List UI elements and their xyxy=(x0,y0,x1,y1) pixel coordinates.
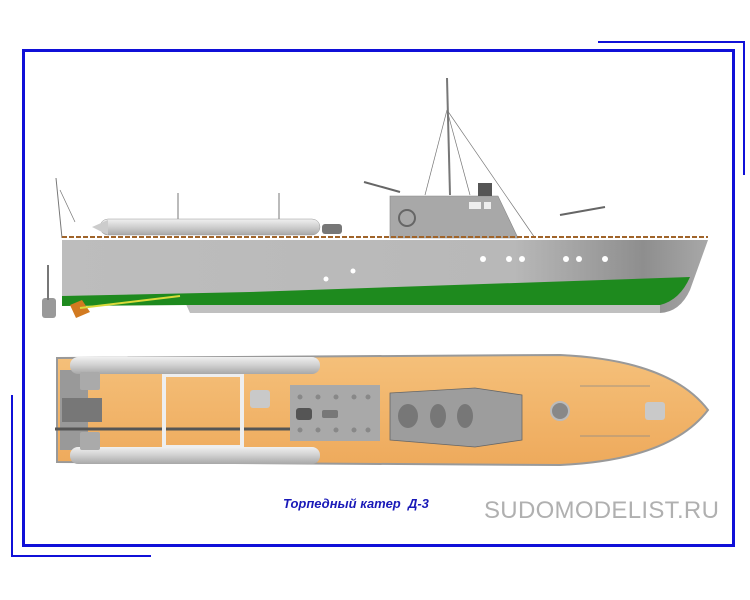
portholes xyxy=(323,256,608,282)
propeller xyxy=(70,300,90,318)
rudder xyxy=(42,298,56,318)
corner-line-bottom-left-h xyxy=(11,555,151,557)
torpedo-side xyxy=(99,218,321,236)
corner-line-top-right-h xyxy=(598,41,745,43)
drawing-caption: Торпедный катер Д-3 xyxy=(283,496,429,511)
gun xyxy=(363,181,606,216)
frame-top xyxy=(22,49,735,52)
mast xyxy=(55,77,536,239)
frame-bottom xyxy=(22,544,735,547)
wheelhouse xyxy=(389,195,519,239)
side-view xyxy=(42,77,708,318)
wheelhouse-top xyxy=(389,387,523,448)
deck-plan xyxy=(56,353,710,467)
corner-line-bottom-left-v xyxy=(11,395,13,557)
torpedo-top xyxy=(70,357,320,374)
frame-left xyxy=(22,49,25,547)
boot-top xyxy=(62,277,690,306)
site-watermark: SUDOMODELIST.RU xyxy=(484,497,720,524)
corner-line-top-right-v xyxy=(743,41,745,175)
top-view xyxy=(55,353,710,467)
torpedo-bottom xyxy=(70,447,320,464)
frame-right xyxy=(732,49,735,547)
